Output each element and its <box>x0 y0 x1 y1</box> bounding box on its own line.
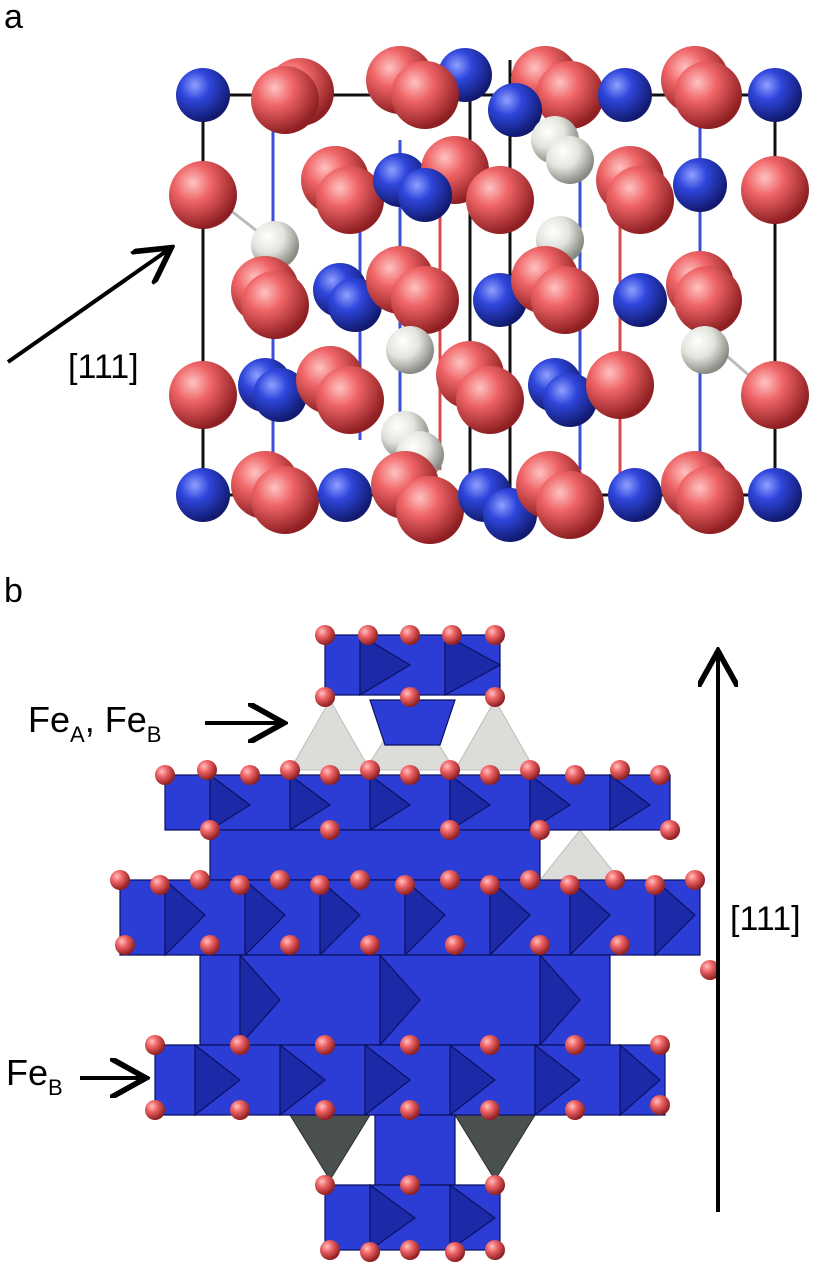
oxygen-atom <box>606 166 674 234</box>
oxygen-atom <box>741 156 809 224</box>
oxygen-vertices <box>110 625 720 1262</box>
axis-label: [111] <box>730 900 801 938</box>
iron-atom <box>176 68 230 122</box>
interstitial-atom <box>681 326 729 374</box>
callout-sub-b2: B <box>48 1075 63 1100</box>
callout-fe-2: Fe <box>105 699 147 740</box>
iron-atom <box>543 373 597 427</box>
direction-arrow <box>6 250 168 364</box>
oxygen-atom <box>169 361 237 429</box>
oxygen-atom <box>391 61 459 129</box>
oxygen-atom <box>536 61 604 129</box>
iron-atom <box>318 468 372 522</box>
octahedra-layers <box>119 633 701 1252</box>
iron-atom <box>748 468 802 522</box>
oxygen-atom <box>676 466 744 534</box>
svg-text:FeA, FeB: FeA, FeB <box>28 699 161 747</box>
oxygen-atom <box>536 471 604 539</box>
oxygen-atom <box>251 466 319 534</box>
svg-text:FeB: FeB <box>6 1052 63 1100</box>
callout-sub-b: B <box>147 722 162 747</box>
oxygen-atom <box>531 266 599 334</box>
oxygen-atom <box>391 266 459 334</box>
callout-fe-3: Fe <box>6 1052 48 1093</box>
iron-atom <box>673 158 727 212</box>
oxygen-atom <box>674 61 742 129</box>
oxygen-atom <box>466 166 534 234</box>
callout-fea-feb: FeA, FeB <box>28 699 280 747</box>
oxygen-atom <box>169 161 237 229</box>
callout-fe-1: Fe <box>28 699 70 740</box>
iron-atom <box>253 368 307 422</box>
iron-atom <box>748 68 802 122</box>
oxygen-atom <box>741 361 809 429</box>
callout-sep: , <box>85 699 105 740</box>
iron-atom <box>608 468 662 522</box>
oxygen-atom <box>241 271 309 339</box>
oxygen-atom <box>456 366 524 434</box>
oxygen-atom <box>251 66 319 134</box>
iron-atom <box>398 168 452 222</box>
callout-sub-a: A <box>70 722 85 747</box>
direction-label: [111] <box>68 348 139 386</box>
iron-atom <box>176 468 230 522</box>
panel-a-atoms <box>169 46 809 544</box>
interstitial-atom <box>386 326 434 374</box>
oxygen-atom <box>396 476 464 544</box>
interstitial-atom <box>546 136 594 184</box>
panel-b: b <box>4 572 801 1262</box>
iron-atom <box>613 273 667 327</box>
panel-a: a <box>4 0 809 544</box>
oxygen-atom <box>586 351 654 419</box>
iron-atom <box>598 68 652 122</box>
oxygen-atom <box>316 166 384 234</box>
oxygen-atom <box>316 366 384 434</box>
panel-b-label: b <box>4 572 23 610</box>
iron-atom <box>488 83 542 137</box>
panel-a-label: a <box>4 0 23 36</box>
callout-feb: FeB <box>6 1052 142 1100</box>
oxygen-atom <box>674 266 742 334</box>
